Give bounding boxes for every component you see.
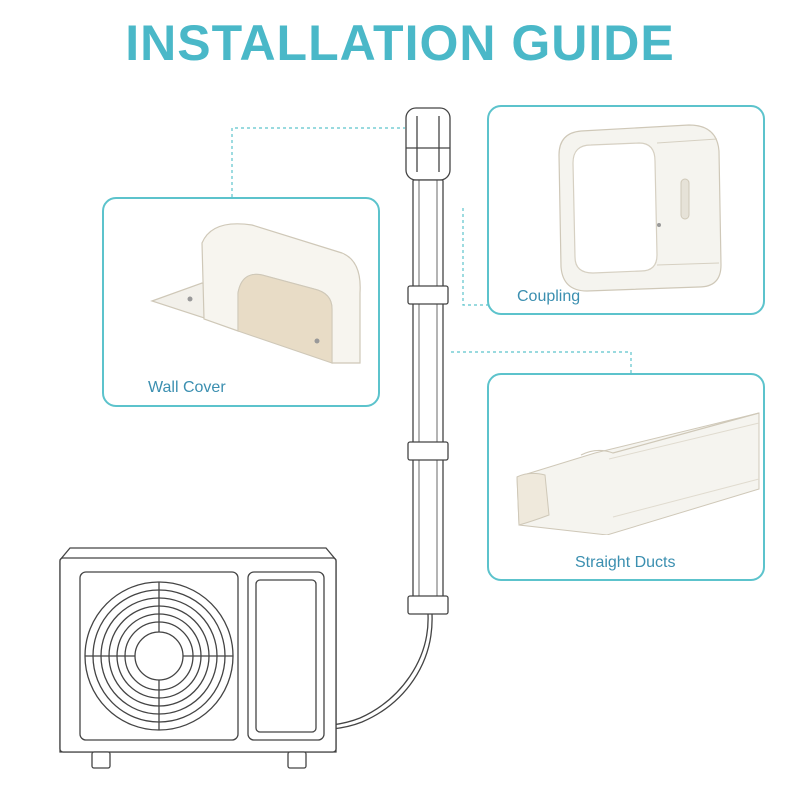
card-coupling: Coupling <box>487 105 765 315</box>
duct-run-icon <box>331 107 451 730</box>
dashed-connectors <box>231 127 632 373</box>
coupling-icon <box>558 124 722 292</box>
straight-ducts-label: Straight Ducts <box>575 554 676 571</box>
straight-duct-icon <box>516 412 760 535</box>
connector-wall-cover <box>231 127 405 197</box>
connector-coupling <box>462 208 488 306</box>
page-title: INSTALLATION GUIDE <box>125 15 675 71</box>
connector-straight-ducts <box>451 351 632 373</box>
card-wall-cover: Wall Cover <box>102 197 380 407</box>
card-straight-ducts: Straight Ducts <box>487 373 765 581</box>
duct-elbow <box>405 107 451 181</box>
duct-coupling-3 <box>407 595 449 615</box>
duct-coupling-1 <box>407 285 449 305</box>
duct-coupling-2 <box>407 441 449 461</box>
coupling-label: Coupling <box>517 288 581 305</box>
wall-cover-icon <box>150 223 361 364</box>
duct-pipe <box>412 179 444 611</box>
outdoor-ac-unit-icon <box>59 547 337 769</box>
wall-cover-label: Wall Cover <box>148 379 226 396</box>
